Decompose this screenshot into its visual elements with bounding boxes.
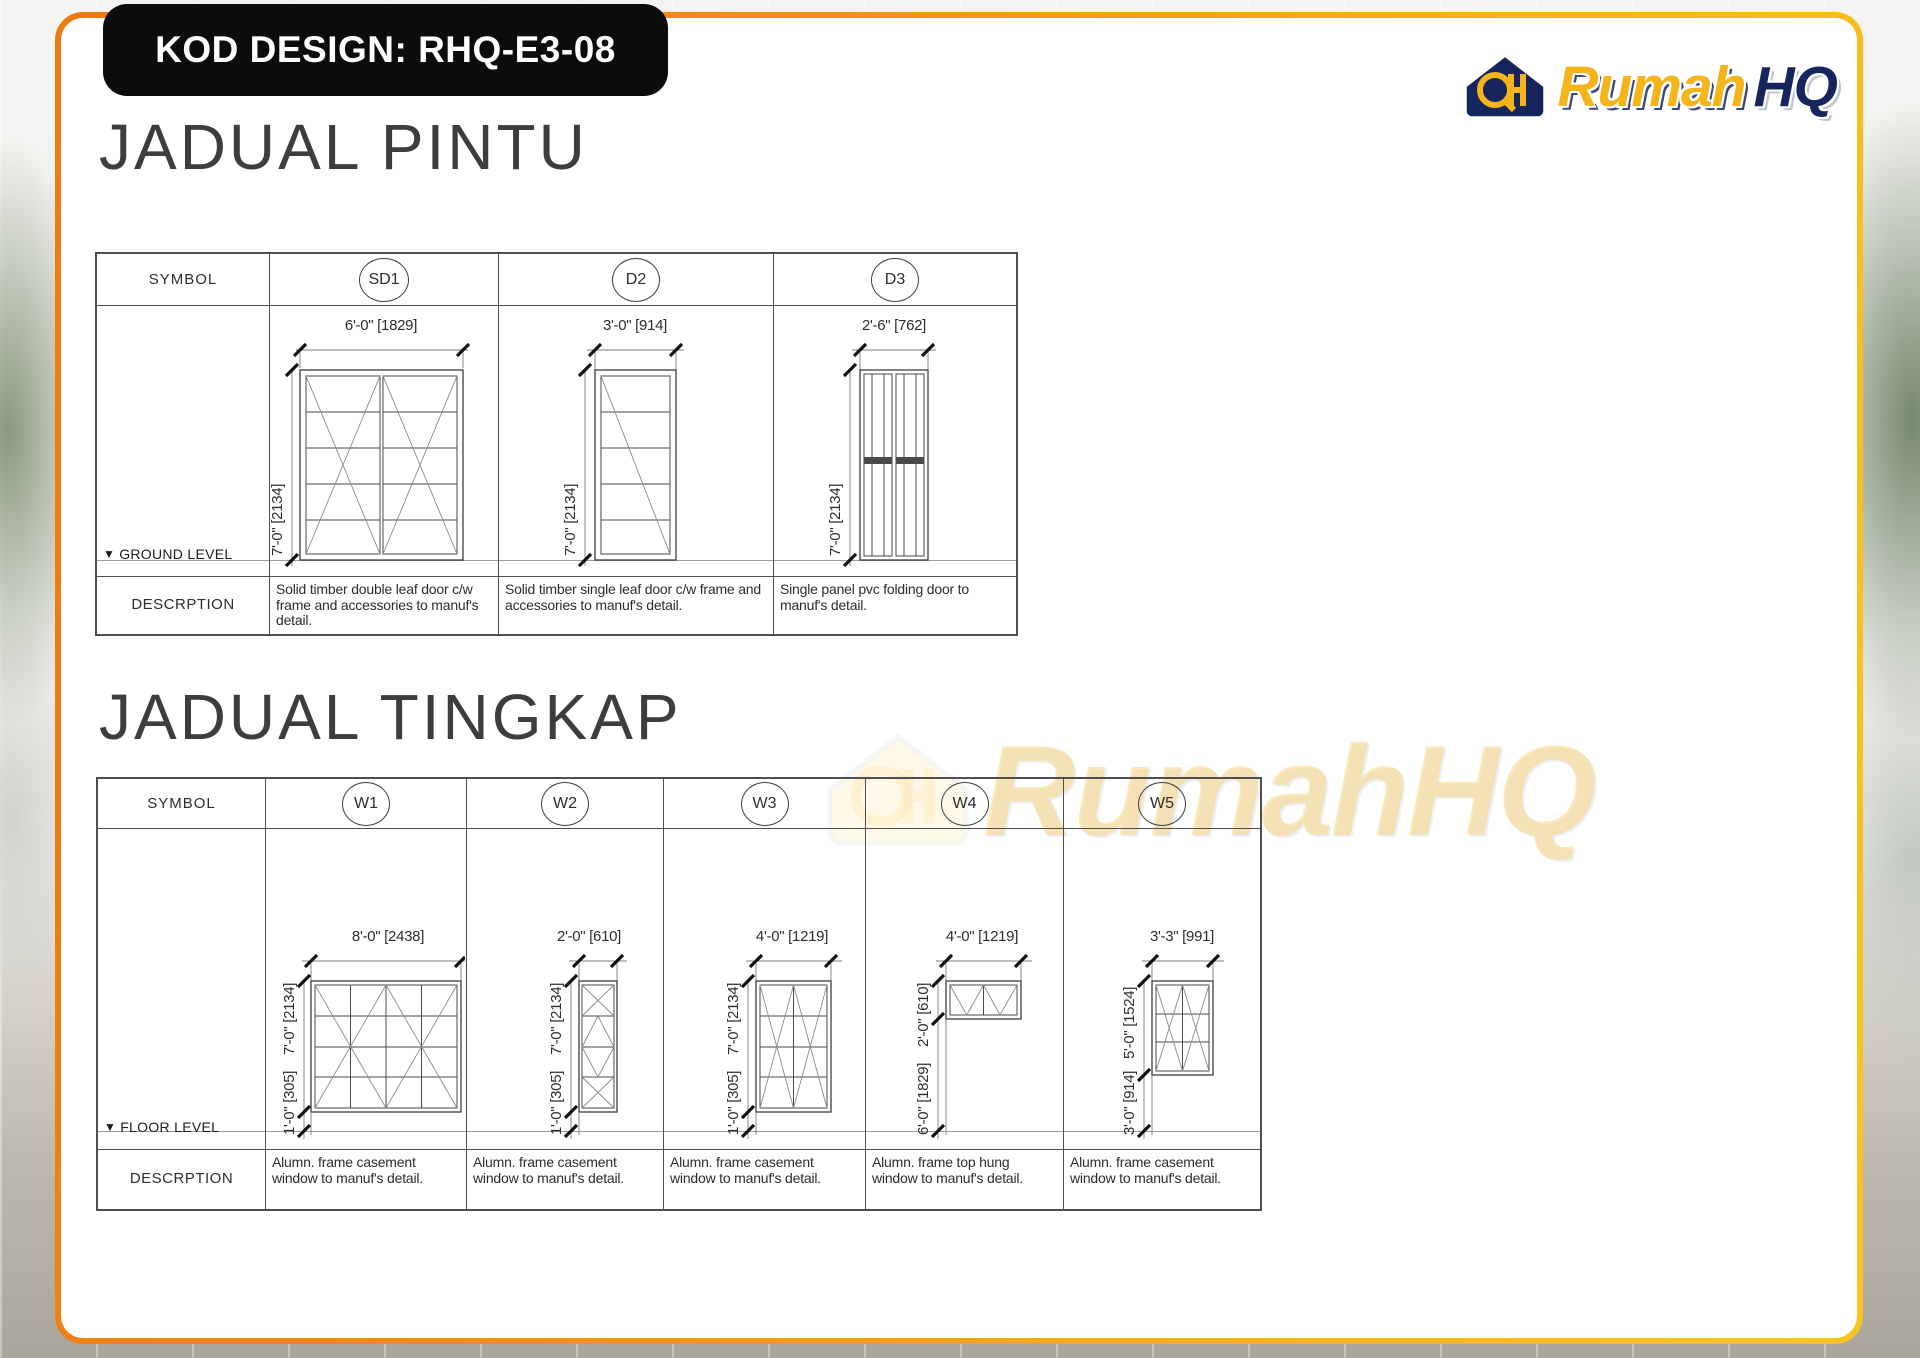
symbol-header-label: SYMBOL bbox=[148, 271, 218, 288]
window-symbol-header-cell: SYMBOL bbox=[98, 779, 266, 829]
window-description-w5: Alumn. frame casement window to manuf's … bbox=[1064, 1149, 1260, 1209]
width-dimension: 4'-0" [1219] bbox=[946, 928, 1018, 945]
floor-level-cell: ▼ FLOOR LEVEL bbox=[98, 829, 266, 1149]
window-drawing-w1: 8'-0" [2438] 1'-0" [305] 7'-0" [2134] bbox=[266, 829, 467, 1149]
door-symbol-cell-d2: D2 bbox=[499, 254, 774, 306]
width-dimension: 8'-0" [2438] bbox=[352, 928, 424, 945]
window-description-w4: Alumn. frame top hung window to manuf's … bbox=[866, 1149, 1064, 1209]
window-w4-elevation: 4'-0" [1219] 6'-0" [1829] 2'-0" [610] bbox=[915, 928, 1032, 1139]
rumahhq-house-icon bbox=[1463, 53, 1548, 120]
level-marker-icon: ▼ bbox=[103, 547, 116, 561]
lower-dimension: 6'-0" [1829] bbox=[915, 1063, 932, 1135]
window-symbol-cell-w5: W5 bbox=[1064, 779, 1260, 829]
window-drawing-w4: 4'-0" [1219] 6'-0" [1829] 2'-0" [610] bbox=[866, 829, 1064, 1149]
height-dimension: 7'-0" [2134] bbox=[270, 484, 286, 556]
symbol-badge-d3: D3 bbox=[871, 257, 919, 302]
door-schedule-title: JADUAL PINTU bbox=[99, 111, 588, 183]
width-dimension: 2'-0" [610] bbox=[557, 928, 621, 945]
window-description-w3: Alumn. frame casement window to manuf's … bbox=[664, 1149, 866, 1209]
symbol-badge-sd1: SD1 bbox=[359, 257, 409, 302]
window-symbol-cell-w4: W4 bbox=[866, 779, 1064, 829]
lower-dimension: 3'-0" [914] bbox=[1121, 1071, 1138, 1135]
door-symbol-header-cell: SYMBOL bbox=[97, 254, 270, 306]
door-d2-elevation: 3'-0" [914] 7'-0" [2134] bbox=[562, 317, 684, 568]
brand-name-hq: HQ bbox=[1753, 55, 1838, 119]
symbol-badge-w5: W5 bbox=[1138, 781, 1186, 826]
window-drawing-w2: 2'-0" [610] 1'-0" [305] 7'-0" [2134] bbox=[467, 829, 664, 1149]
window-symbol-cell-w3: W3 bbox=[664, 779, 866, 829]
window-w3-elevation: 4'-0" [1219] 1'-0" [305] 7'-0" [2134] bbox=[725, 928, 842, 1139]
window-drawing-w5: 3'-3" [991] 3'-0" [914] 5'-0" [1524] bbox=[1064, 829, 1260, 1149]
window-w1-elevation: 8'-0" [2438] 1'-0" [305] 7'-0" [2134] bbox=[281, 928, 465, 1139]
symbol-header-label: SYMBOL bbox=[147, 795, 216, 812]
width-dimension: 4'-0" [1219] bbox=[756, 928, 828, 945]
width-dimension: 6'-0" [1829] bbox=[345, 317, 417, 334]
door-drawing-d2: 3'-0" [914] 7'-0" [2134] bbox=[499, 306, 774, 576]
level-marker-icon: ▼ bbox=[104, 1120, 117, 1134]
door-description-header-cell: DESCRPTION bbox=[97, 576, 270, 634]
door-description-d2: Solid timber single leaf door c/w frame … bbox=[499, 576, 774, 634]
floor-level-line bbox=[98, 1131, 1260, 1132]
symbol-badge-w2: W2 bbox=[541, 781, 589, 826]
upper-dimension: 7'-0" [2134] bbox=[281, 983, 298, 1055]
window-symbol-cell-w1: W1 bbox=[266, 779, 467, 829]
ground-level-line bbox=[97, 560, 1016, 561]
window-description-header-cell: DESCRPTION bbox=[98, 1149, 266, 1209]
upper-dimension: 2'-0" [610] bbox=[915, 983, 932, 1047]
door-drawing-sd1: 6'-0" [1829] 7'-0" [2134] bbox=[270, 306, 499, 576]
symbol-badge-w3: W3 bbox=[740, 781, 789, 826]
door-description-sd1: Solid timber double leaf door c/w frame … bbox=[270, 576, 499, 634]
description-header-label: DESCRPTION bbox=[131, 596, 235, 614]
window-symbol-cell-w2: W2 bbox=[467, 779, 664, 829]
lower-dimension: 1'-0" [305] bbox=[281, 1071, 298, 1135]
height-dimension: 7'-0" [2134] bbox=[827, 484, 844, 556]
width-dimension: 3'-3" [991] bbox=[1150, 928, 1214, 945]
door-schedule-table: SYMBOL SD1 D2 D3 ▼ GROUND LEVEL 6'-0" [1 bbox=[95, 252, 1018, 636]
window-schedule-title: JADUAL TINGKAP bbox=[99, 681, 682, 753]
ground-level-cell: ▼ GROUND LEVEL bbox=[97, 306, 270, 576]
symbol-badge-d2: D2 bbox=[612, 257, 660, 302]
door-sd1-elevation: 6'-0" [1829] 7'-0" [2134] bbox=[270, 317, 471, 568]
window-description-w1: Alumn. frame casement window to manuf's … bbox=[266, 1149, 467, 1209]
door-symbol-cell-d3: D3 bbox=[774, 254, 1016, 306]
window-description-w2: Alumn. frame casement window to manuf's … bbox=[467, 1149, 664, 1209]
brand-name-rumah: Rumah bbox=[1557, 55, 1746, 119]
door-symbol-cell-sd1: SD1 bbox=[270, 254, 499, 306]
design-code-badge: KOD DESIGN: RHQ-E3-08 bbox=[103, 4, 668, 96]
ground-level-label: ▼ GROUND LEVEL bbox=[103, 546, 233, 562]
door-drawing-d3: 2'-6" [762] 7'-0" [2134] bbox=[774, 306, 1016, 576]
floor-level-label: ▼ FLOOR LEVEL bbox=[104, 1119, 220, 1135]
width-dimension: 2'-6" [762] bbox=[862, 317, 926, 334]
upper-dimension: 5'-0" [1524] bbox=[1121, 987, 1138, 1059]
symbol-badge-w4: W4 bbox=[940, 781, 989, 826]
window-w5-elevation: 3'-3" [991] 3'-0" [914] 5'-0" [1524] bbox=[1121, 928, 1224, 1139]
description-header-label: DESCRPTION bbox=[129, 1170, 234, 1188]
lower-dimension: 1'-0" [305] bbox=[548, 1071, 565, 1135]
window-w2-elevation: 2'-0" [610] 1'-0" [305] 7'-0" [2134] bbox=[548, 928, 627, 1139]
upper-dimension: 7'-0" [2134] bbox=[725, 983, 742, 1055]
window-schedule-table: SYMBOL W1 W2 W3 W4 W5 ▼ FLOOR LEVEL 8'-0… bbox=[96, 777, 1262, 1211]
design-code-label: KOD DESIGN: RHQ-E3-08 bbox=[155, 29, 616, 70]
width-dimension: 3'-0" [914] bbox=[603, 317, 667, 334]
symbol-badge-w1: W1 bbox=[342, 781, 390, 826]
window-drawing-w3: 4'-0" [1219] 1'-0" [305] 7'-0" [2134] bbox=[664, 829, 866, 1149]
door-description-d3: Single panel pvc folding door to manuf's… bbox=[774, 576, 1016, 634]
lower-dimension: 1'-0" [305] bbox=[725, 1071, 742, 1135]
height-dimension: 7'-0" [2134] bbox=[562, 484, 579, 556]
upper-dimension: 7'-0" [2134] bbox=[548, 983, 565, 1055]
door-d3-elevation: 2'-6" [762] 7'-0" [2134] bbox=[827, 317, 936, 568]
